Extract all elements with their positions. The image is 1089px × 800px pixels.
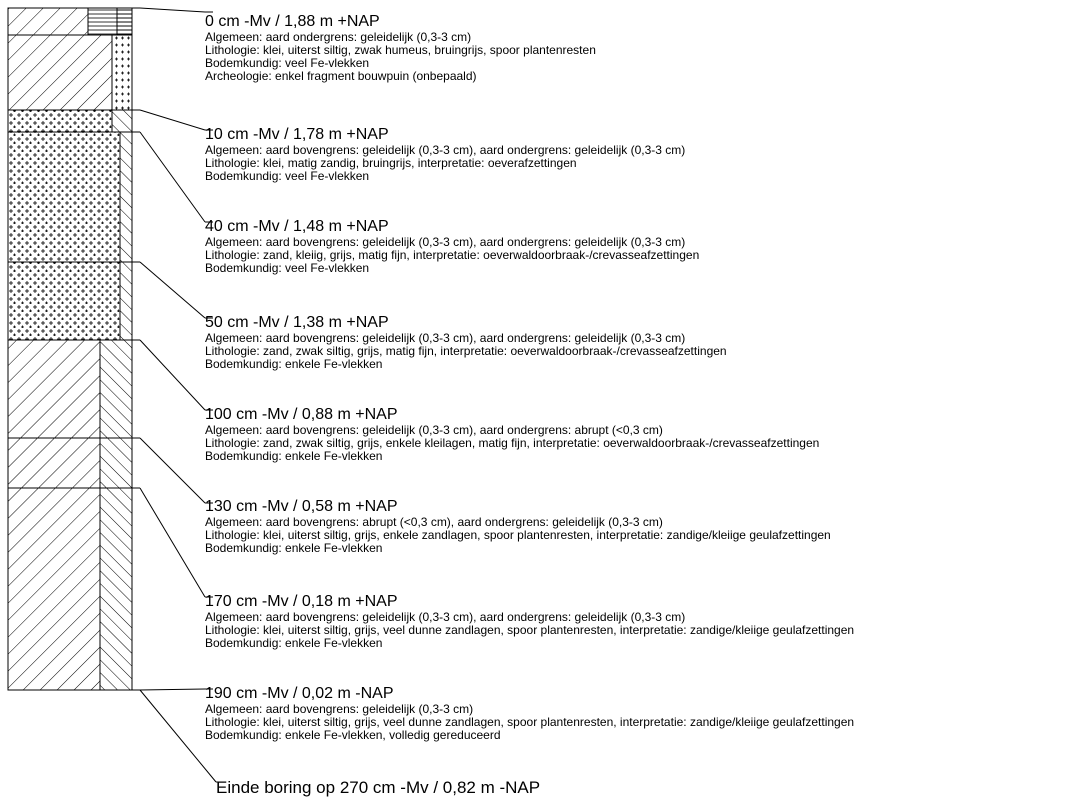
layer-line: Algemeen: aard bovengrens: geleidelijk (…	[205, 331, 686, 345]
layer-line: Lithologie: klei, uiterst siltig, grijs,…	[205, 528, 831, 542]
layer-depth: 50 cm -Mv / 1,38 m +NAP	[205, 314, 389, 331]
layer-line: Algemeen: aard bovengrens: abrupt (<0,3 …	[205, 515, 663, 529]
layer-band	[7, 109, 113, 133]
layer-line: Bodemkundig: veel Fe-vlekken	[205, 261, 370, 275]
layer-band-strip	[99, 437, 133, 489]
layer-description: 130 cm -Mv / 0,58 m +NAP Algemeen: aard …	[205, 497, 1085, 555]
layer-depth: 190 cm -Mv / 0,02 m -NAP	[205, 685, 394, 702]
layer-line: Algemeen: aard bovengrens: geleidelijk (…	[205, 702, 474, 716]
layer-line: Lithologie: klei, uiterst siltig, grijs,…	[205, 623, 855, 637]
layer-description: 190 cm -Mv / 0,02 m -NAP Algemeen: aard …	[205, 684, 1085, 742]
layer-band	[7, 339, 101, 439]
connector-line	[139, 7, 206, 13]
layer-line: Lithologie: klei, uiterst siltig, grijs,…	[205, 715, 855, 729]
layer-depth: 170 cm -Mv / 0,18 m +NAP	[205, 593, 398, 610]
layer-description: 100 cm -Mv / 0,88 m +NAP Algemeen: aard …	[205, 405, 1085, 463]
layer-band	[7, 437, 101, 489]
layer-line: Bodemkundig: enkele Fe-vlekken	[205, 636, 383, 650]
connector-lines	[132, 7, 224, 783]
layer-depth: 130 cm -Mv / 0,58 m +NAP	[205, 498, 398, 515]
end-of-boring-label: Einde boring op 270 cm -Mv / 0,82 m -NAP	[216, 778, 541, 797]
connector-line	[139, 131, 206, 223]
connector-line	[139, 109, 206, 131]
lithology-column	[7, 7, 133, 691]
layer-line: Algemeen: aard bovengrens: geleidelijk (…	[205, 143, 686, 157]
layer-depth: 10 cm -Mv / 1,78 m +NAP	[205, 126, 389, 143]
layer-description: 40 cm -Mv / 1,48 m +NAP Algemeen: aard b…	[205, 217, 1085, 275]
connector-line	[139, 339, 206, 411]
connector-line	[139, 487, 206, 598]
layer-band-strip	[99, 487, 133, 691]
layer-description: 0 cm -Mv / 1,88 m +NAP Algemeen: aard on…	[205, 12, 1085, 83]
connector-line	[139, 437, 206, 504]
layer-band-strip	[119, 261, 133, 341]
layer-line: Lithologie: zand, zwak siltig, grijs, en…	[205, 436, 820, 450]
layer-band	[7, 34, 113, 111]
layer-line: Bodemkundig: enkele Fe-vlekken, volledig…	[205, 728, 501, 742]
layer-line: Bodemkundig: enkele Fe-vlekken	[205, 449, 383, 463]
layer-line: Algemeen: aard bovengrens: geleidelijk (…	[205, 235, 686, 249]
connector-line	[139, 261, 206, 319]
layer-line: Algemeen: aard ondergrens: geleidelijk (…	[205, 30, 472, 44]
layer-depth: 0 cm -Mv / 1,88 m +NAP	[205, 13, 380, 30]
layer-line: Bodemkundig: veel Fe-vlekken	[205, 169, 370, 183]
connector-line	[139, 688, 206, 691]
layer-line: Lithologie: klei, matig zandig, bruingri…	[205, 156, 577, 170]
layer-line: Bodemkundig: enkele Fe-vlekken	[205, 541, 383, 555]
layer-line: Archeologie: enkel fragment bouwpuin (on…	[205, 69, 477, 83]
layer-line: Lithologie: klei, uiterst siltig, zwak h…	[205, 43, 596, 57]
layer-description: 50 cm -Mv / 1,38 m +NAP Algemeen: aard b…	[205, 313, 1085, 371]
layer-line: Lithologie: zand, kleiig, grijs, matig f…	[205, 248, 700, 262]
layer-band	[7, 487, 101, 691]
layer-band	[7, 7, 89, 36]
layer-line: Algemeen: aard bovengrens: geleidelijk (…	[205, 610, 686, 624]
layer-band-strip	[116, 7, 133, 36]
connector-line	[139, 689, 217, 783]
layer-line: Bodemkundig: veel Fe-vlekken	[205, 56, 370, 70]
layer-depth: 100 cm -Mv / 0,88 m +NAP	[205, 406, 398, 423]
layer-line: Bodemkundig: enkele Fe-vlekken	[205, 357, 383, 371]
layer-line: Lithologie: zand, zwak siltig, grijs, ma…	[205, 344, 727, 358]
layer-band-strip	[111, 109, 133, 133]
layer-band-strip	[111, 34, 133, 111]
layer-description: 10 cm -Mv / 1,78 m +NAP Algemeen: aard b…	[205, 125, 1085, 183]
layer-band	[7, 261, 121, 341]
layer-band-strip	[99, 339, 133, 439]
layer-depth: 40 cm -Mv / 1,48 m +NAP	[205, 218, 389, 235]
layer-line: Algemeen: aard bovengrens: geleidelijk (…	[205, 423, 663, 437]
layer-band-strip	[119, 131, 133, 263]
layer-description: 170 cm -Mv / 0,18 m +NAP Algemeen: aard …	[205, 592, 1085, 650]
layer-band	[7, 131, 121, 263]
